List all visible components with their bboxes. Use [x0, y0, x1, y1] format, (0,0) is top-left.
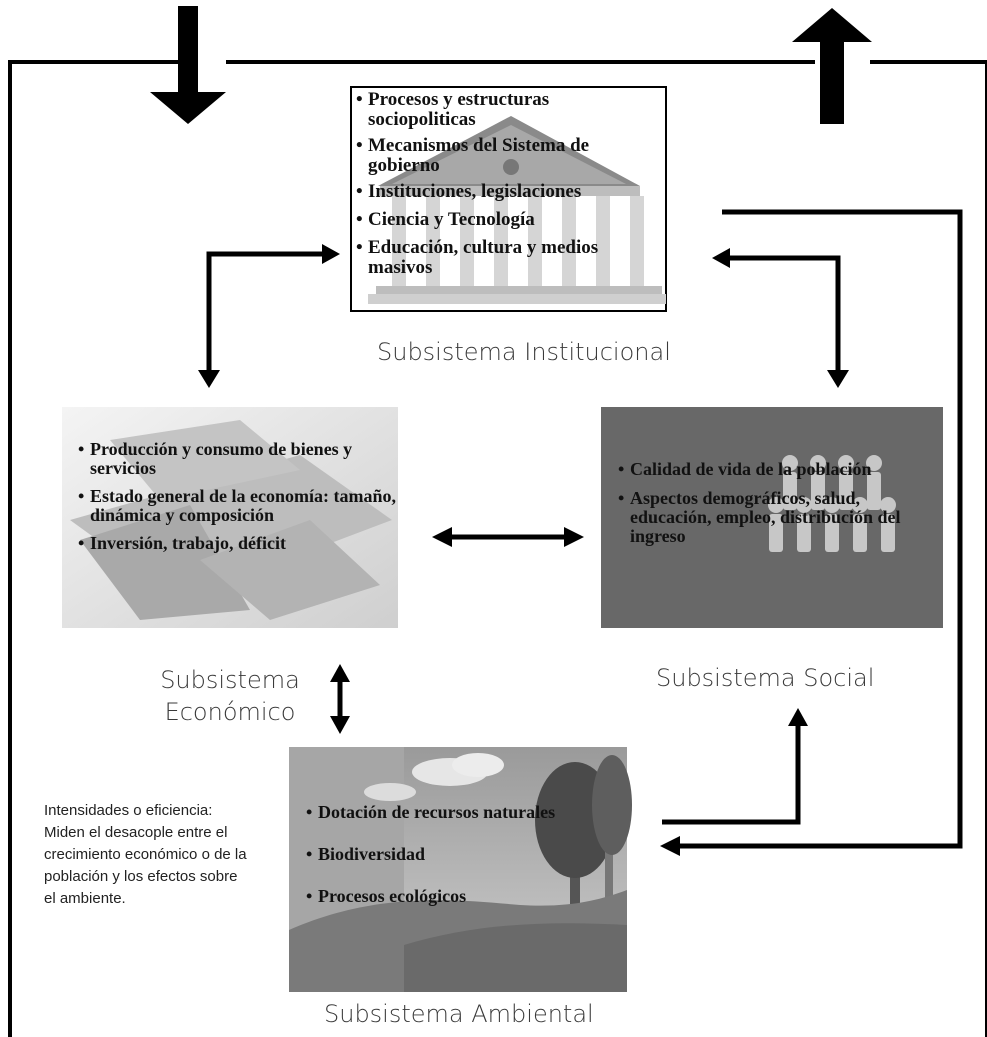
economico-item: Producción y consumo de bienes y servici…: [78, 440, 396, 478]
institucional-item: Instituciones, legislaciones: [356, 181, 661, 202]
economico-item: Inversión, trabajo, déficit: [78, 533, 396, 553]
economico-label: Subsistema Económico: [160, 664, 300, 728]
ambiental-item: Biodiversidad: [306, 844, 626, 864]
arrow-amb-social: [662, 724, 801, 825]
arrowhead-to-econ: [198, 370, 220, 388]
ambiental-image: [289, 747, 632, 992]
institucional-box: Procesos y estructuras sociopoliticas Me…: [356, 90, 661, 278]
ambiental-item: Procesos ecológicos: [306, 886, 626, 906]
note-line: el ambiente.: [44, 890, 126, 907]
system-boundary: [8, 60, 987, 1037]
note-line: población y los efectos sobre: [44, 868, 238, 885]
economico-item: Estado general de la economía: tamaño, d…: [78, 486, 396, 525]
economico-label-line2: Económico: [164, 698, 296, 726]
ambiental-box: Dotación de recursos naturales Biodivers…: [306, 803, 626, 906]
economico-box: Producción y consumo de bienes y servici…: [78, 440, 396, 553]
ambiental-item: Dotación de recursos naturales: [306, 803, 626, 822]
note-line: crecimiento económico o de la: [44, 846, 247, 863]
arrowhead-to-social: [827, 370, 849, 388]
social-item: Calidad de vida de la población: [618, 460, 928, 479]
social-item: Aspectos demográficos, salud, educación,…: [618, 488, 928, 546]
institucional-item: Procesos y estructuras sociopoliticas: [356, 90, 661, 130]
institucional-label: Subsistema Institucional: [377, 338, 671, 366]
input-arrow: [150, 6, 226, 124]
institucional-item: Ciencia y Tecnología: [356, 209, 661, 230]
institucional-item: Mecanismos del Sistema de gobierno: [356, 135, 661, 176]
note-line: Intensidades o eficiencia:: [44, 802, 213, 819]
economico-label-line1: Subsistema: [160, 666, 300, 694]
institucional-item: Educación, cultura y medios masivos: [356, 237, 661, 278]
intensity-note: Intensidades o eficiencia: Miden el desa…: [44, 800, 274, 910]
social-label: Subsistema Social: [656, 664, 875, 692]
social-box: Calidad de vida de la población Aspectos…: [618, 460, 928, 546]
arrow-inst-social: [730, 255, 841, 372]
output-arrow: [792, 8, 872, 124]
arrow-inst-amb-loop: [678, 209, 963, 849]
arrowhead-to-inst-right: [712, 248, 730, 268]
note-line: Miden el desacople entre el: [44, 824, 228, 841]
arrow-econ-inst: [206, 251, 322, 372]
arrowhead-to-inst: [322, 244, 340, 264]
ambiental-label: Subsistema Ambiental: [324, 1000, 594, 1028]
